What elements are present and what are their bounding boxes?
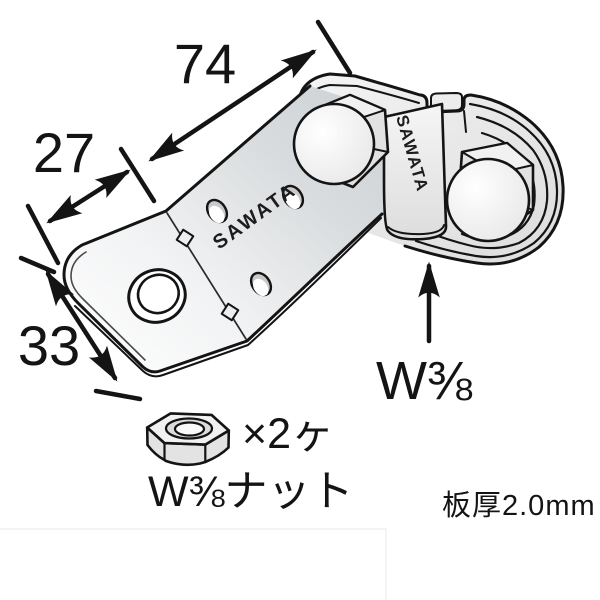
foot-hole xyxy=(127,268,187,324)
hex-bolt-right xyxy=(445,141,535,243)
bolt-left-face xyxy=(292,102,376,186)
small-hole-3 xyxy=(249,271,273,297)
bolt-thread-label: W⅜ xyxy=(376,351,473,411)
small-hole-1 xyxy=(205,198,229,224)
dim-27-label: 27 xyxy=(33,121,95,184)
bolt-thread-callout: W⅜ xyxy=(376,261,473,411)
wrap-strip: SAWATA xyxy=(382,102,448,241)
plate-thickness-label: 板厚2.0mm xyxy=(442,489,596,522)
nut-quantity-label: ×2ヶ xyxy=(242,410,334,458)
bolt-right-face xyxy=(445,157,531,243)
dimension-74: 74 xyxy=(118,19,353,204)
nut-side-edges xyxy=(163,443,207,462)
bracket-layer-line-2 xyxy=(428,115,549,250)
nut-name-label: W⅜ナット xyxy=(148,468,353,516)
dim-74-label: 74 xyxy=(174,32,236,95)
bend-tab-upper xyxy=(175,228,195,248)
strip-curl-line xyxy=(387,224,445,236)
notch-drop-line xyxy=(463,110,467,133)
dim-33-label: 33 xyxy=(18,314,80,377)
small-hole-2 xyxy=(281,184,305,210)
dimension-27: 27 xyxy=(25,121,131,266)
bend-tab-lower xyxy=(220,302,240,322)
plate-thickness-line xyxy=(74,217,382,378)
bolt-left-chamfer-line xyxy=(373,148,389,153)
bracket-layer-line-1 xyxy=(414,102,559,259)
dimension-33: 33 xyxy=(18,255,143,402)
faint-box-edge xyxy=(0,528,387,600)
hex-nut xyxy=(145,412,231,467)
nut-hole xyxy=(173,421,206,437)
